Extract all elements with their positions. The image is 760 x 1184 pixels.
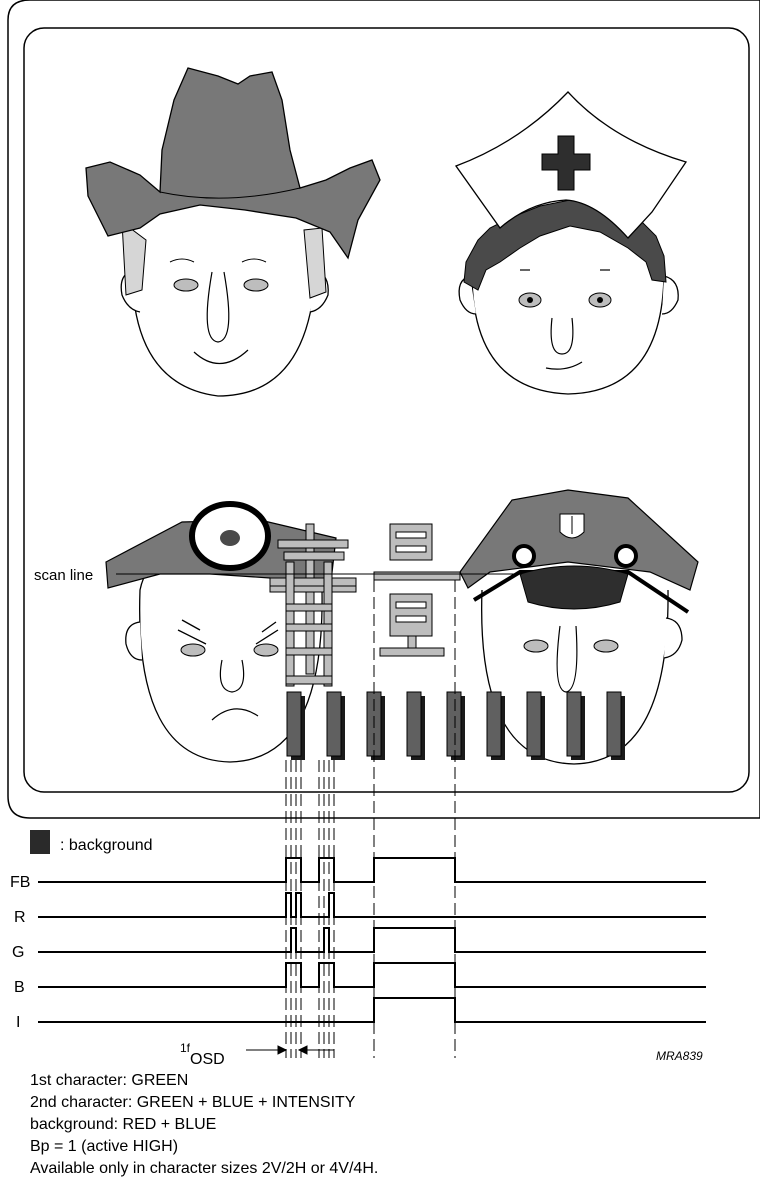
background-bar <box>286 691 302 757</box>
signal-label-r: R <box>14 909 26 926</box>
legend-label: : background <box>60 837 153 854</box>
note-second-character: 2nd character: GREEN + BLUE + INTENSITY <box>30 1094 356 1111</box>
cowboy-face <box>85 67 381 397</box>
background-bar <box>526 691 542 757</box>
note-background: background: RED + BLUE <box>30 1116 217 1133</box>
background-bars <box>286 691 625 760</box>
waveform-fb <box>38 857 706 883</box>
signal-label-i: I <box>16 1014 20 1031</box>
figure-id: MRA839 <box>656 1049 703 1063</box>
osd-period-arrows <box>246 1045 334 1055</box>
note-first-character: 1st character: GREEN <box>30 1072 189 1089</box>
background-bar <box>326 691 342 757</box>
waveform-r <box>38 892 706 918</box>
osd-period-label: 1fOSD <box>180 1041 225 1068</box>
notes-block: 1st character: GREEN 2nd character: GREE… <box>30 1070 378 1180</box>
osd-character-2 <box>373 523 461 657</box>
background-bar <box>566 691 582 757</box>
osd-prefix: 1f <box>180 1041 191 1055</box>
note-availability: Available only in character sizes 2V/2H … <box>30 1160 379 1177</box>
osd-character-1 <box>269 523 357 687</box>
osd-sub: OSD <box>190 1051 225 1068</box>
waveforms <box>38 857 706 1023</box>
signal-label-g: G <box>12 944 24 961</box>
waveform-i <box>38 997 706 1023</box>
signal-label-fb: FB <box>10 874 30 891</box>
nurse-face <box>454 91 688 395</box>
waveform-b <box>38 962 706 988</box>
background-bar <box>606 691 622 757</box>
scan-line-label: scan line <box>34 567 93 584</box>
background-bar <box>486 691 502 757</box>
background-bar <box>446 691 462 757</box>
background-bar <box>406 691 422 757</box>
legend-swatch <box>30 830 50 854</box>
signal-label-b: B <box>14 979 25 996</box>
outer-frame <box>7 0 760 819</box>
note-polarity: Bp = 1 (active HIGH) <box>30 1138 179 1155</box>
waveform-g <box>38 927 706 953</box>
